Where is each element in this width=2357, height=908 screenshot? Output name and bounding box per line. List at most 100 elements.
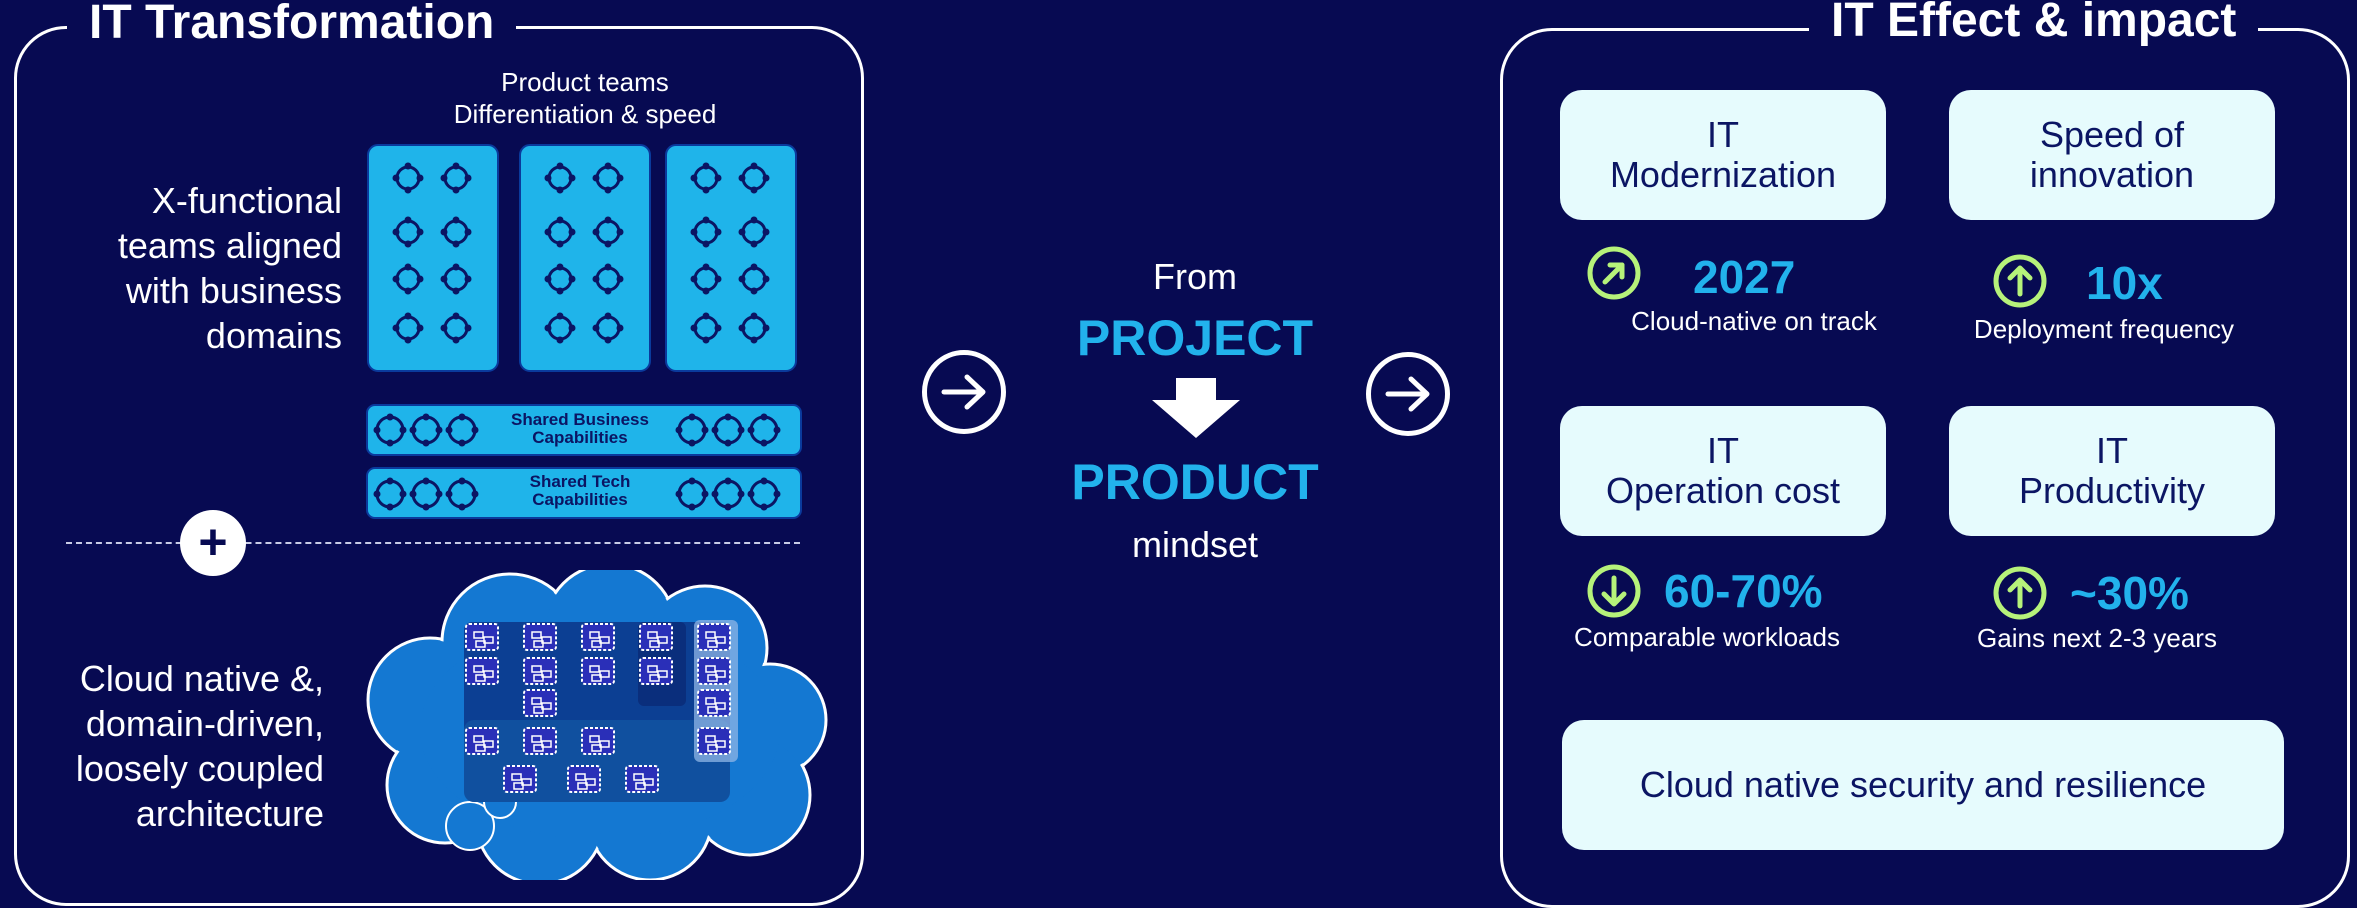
microservice-part (483, 740, 494, 748)
microservice-part (599, 636, 610, 644)
team-member-dot (440, 324, 448, 332)
capability-dot (737, 426, 745, 434)
project-label: PROJECT (1076, 310, 1314, 366)
team-member-dot (452, 263, 460, 271)
microservice-part (705, 631, 716, 639)
team-member-dot (604, 162, 612, 170)
microservice-part (647, 665, 658, 673)
microservice-part (657, 636, 668, 644)
team-member-dot (556, 186, 564, 194)
capability-dot (760, 439, 768, 447)
team-member-dot (762, 228, 770, 236)
microservice-part (541, 702, 552, 710)
team-members (392, 162, 472, 344)
shared-capability-bars (366, 404, 802, 519)
metric-value-2027: 2027 (1693, 251, 1796, 303)
team-member-dot (750, 162, 758, 170)
capability-dot (711, 426, 719, 434)
team-member-dot (544, 174, 552, 182)
microservice-part (541, 636, 552, 644)
team-member-dot (702, 186, 710, 194)
team-member-dot (404, 162, 412, 170)
microservice-part (591, 744, 602, 752)
team-member-dot (544, 324, 552, 332)
team-member-dot (714, 228, 722, 236)
team-member-dot (404, 240, 412, 248)
product-team-box (367, 144, 499, 372)
microservice-part (473, 665, 484, 673)
capability-dot (409, 426, 417, 434)
team-member-dot (452, 240, 460, 248)
microservice-part (715, 670, 726, 678)
microservice-part (715, 636, 726, 644)
microservice-part (657, 670, 668, 678)
team-member-dot (738, 324, 746, 332)
arrow-right-icon (1366, 352, 1450, 436)
capability-dot (724, 413, 732, 421)
team-member-dot (604, 216, 612, 224)
capability-dot (675, 426, 683, 434)
microservice-part (633, 773, 644, 781)
card-security-resilience: Cloud native security and resilience (1562, 720, 2284, 850)
microservice-part (705, 735, 716, 743)
team-member-dot (702, 263, 710, 271)
team-member-dot (714, 275, 722, 283)
microservice-part (715, 702, 726, 710)
team-member-dot (440, 228, 448, 236)
capability-dot (435, 490, 443, 498)
arrow-up-right-icon (1587, 246, 1641, 300)
microservice-part (541, 740, 552, 748)
microservice-part (533, 640, 544, 648)
team-member-dot (392, 228, 400, 236)
team-member-dot (750, 336, 758, 344)
team-member-dot (452, 186, 460, 194)
team-member-dot (440, 174, 448, 182)
team-member-dot (690, 275, 698, 283)
team-member-dot (416, 324, 424, 332)
microservice-part (707, 744, 718, 752)
capability-dot (760, 413, 768, 421)
capability-dot (711, 490, 719, 498)
team-member-dot (556, 263, 564, 271)
team-member-dot (452, 162, 460, 170)
team-member-dot (604, 186, 612, 194)
capability-dot (760, 477, 768, 485)
microservice-part (533, 674, 544, 682)
arrow-up-icon (1993, 566, 2047, 620)
team-member-dot (452, 336, 460, 344)
capability-dot (422, 439, 430, 447)
metric-caption: Comparable workloads (1574, 622, 1840, 652)
card-line: Operation cost (1605, 470, 1841, 511)
cloud-architecture-graphic (366, 570, 828, 880)
shared-tech-label: Shared Tech Capabilities (480, 473, 680, 509)
team-members (690, 162, 770, 344)
team-member-dot (556, 287, 564, 295)
microservice-part (705, 697, 716, 705)
capability-dot (688, 477, 696, 485)
team-member-dot (392, 324, 400, 332)
architecture-text-line: loosely coupled (75, 748, 324, 789)
product-label: PRODUCT (1071, 454, 1319, 510)
metric-value-60-70: 60-70% (1664, 565, 1823, 617)
team-member-dot (568, 174, 576, 182)
team-member-dot (464, 275, 472, 283)
team-member-dot (604, 336, 612, 344)
team-member-dot (556, 336, 564, 344)
microservice-part (475, 744, 486, 752)
team-member-dot (416, 275, 424, 283)
microservice-part (473, 735, 484, 743)
card-speed-of-innovation: Speed of innovation (1949, 90, 2275, 220)
card-it-productivity: IT Productivity (1949, 406, 2275, 536)
microservice-part (591, 640, 602, 648)
plus-icon: + (198, 514, 228, 570)
microservice-part (531, 697, 542, 705)
card-line: Productivity (2018, 470, 2206, 511)
capability-dot (471, 490, 479, 498)
team-member-dot (556, 216, 564, 224)
capability-dot (458, 413, 466, 421)
team-member-dot (702, 216, 710, 224)
capability-dot (399, 490, 407, 498)
team-member-dot (416, 174, 424, 182)
dashed-divider (66, 542, 800, 544)
architecture-text-line: architecture (135, 793, 324, 834)
